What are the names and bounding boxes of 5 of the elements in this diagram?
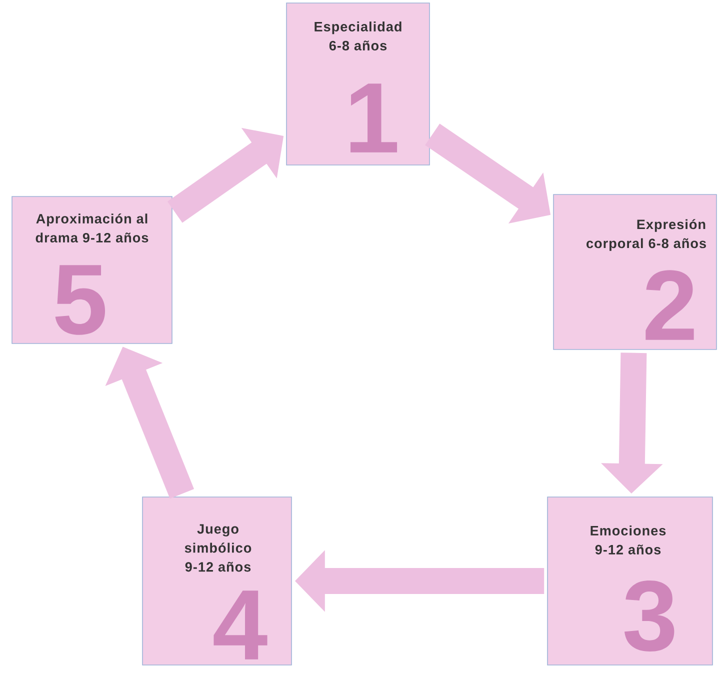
step-box: 4 Juego simbólico 9-12 años: [142, 496, 292, 666]
step-box: 2 Expresión corporal 6-8 años: [553, 194, 717, 350]
step-box: 5 Aproximación al drama 9-12 años: [12, 196, 172, 344]
step-box: 1 Especialidad 6-8 años: [286, 2, 430, 166]
step-box: 3 Emociones 9-12 años: [547, 496, 713, 666]
